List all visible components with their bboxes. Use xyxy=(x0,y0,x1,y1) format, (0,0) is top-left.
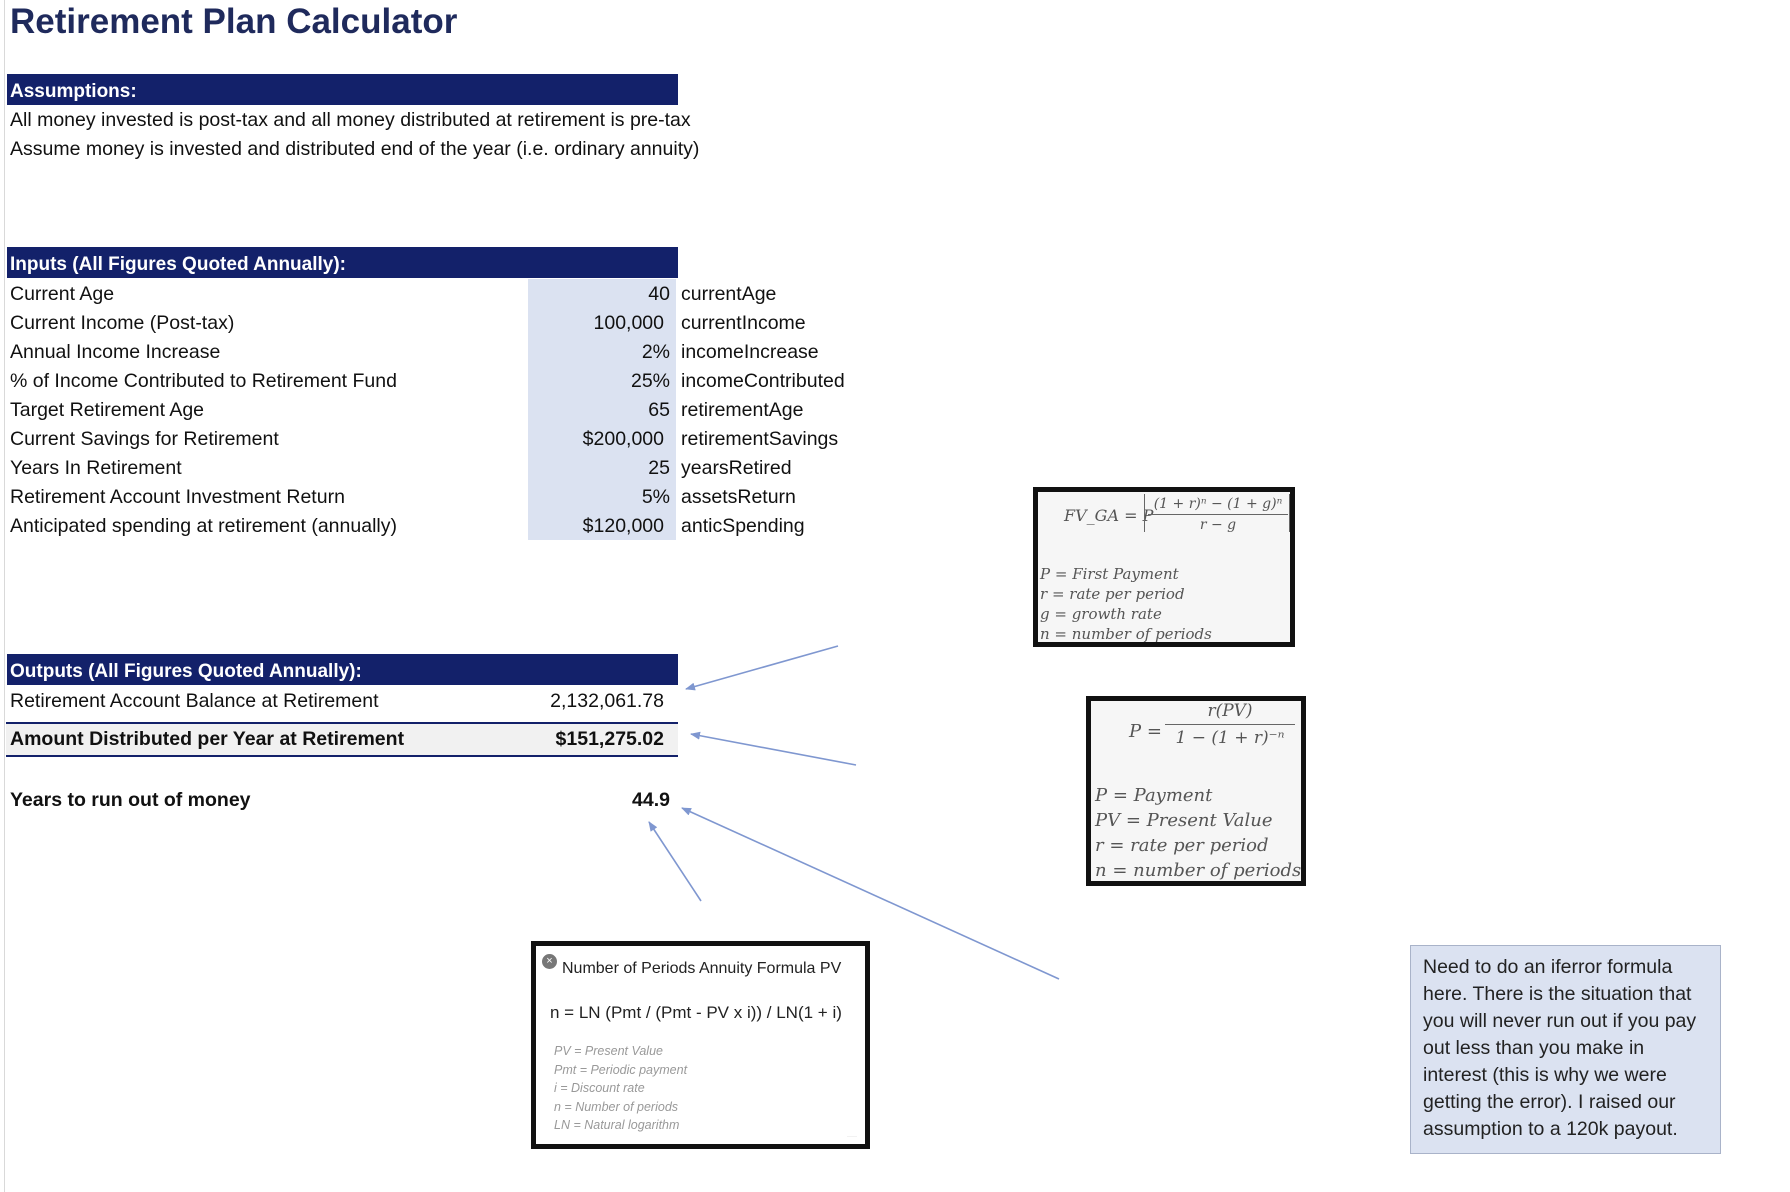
formula-lhs: P = xyxy=(1129,721,1162,742)
output-label: Retirement Account Balance at Retirement xyxy=(10,690,379,712)
definition: r = rate per period xyxy=(1040,585,1185,603)
watermark: ····· xyxy=(847,1134,857,1140)
formula-fraction: r(PV) 1 − (1 + r)⁻ⁿ xyxy=(1165,701,1295,748)
definition: P = Payment xyxy=(1095,785,1213,806)
formula-numerator: r(PV) xyxy=(1207,701,1253,721)
assumption-line-1[interactable]: All money invested is post-tax and all m… xyxy=(10,109,691,131)
formula-definitions: P = First Payment r = rate per period g … xyxy=(1040,564,1212,644)
input-name: assetsReturn xyxy=(681,486,796,508)
input-label: Anticipated spending at retirement (annu… xyxy=(10,515,397,537)
input-value[interactable]: $120,000 xyxy=(582,515,664,537)
formula-denominator: 1 − (1 + r)⁻ⁿ xyxy=(1175,728,1285,748)
outputs-header[interactable]: Outputs (All Figures Quoted Annually): xyxy=(7,654,678,685)
output-label: Amount Distributed per Year at Retiremen… xyxy=(10,728,405,750)
assumption-line-2[interactable]: Assume money is invested and distributed… xyxy=(10,138,700,160)
input-name: retirementSavings xyxy=(681,428,839,450)
definition: n = number of periods xyxy=(1040,625,1212,643)
input-label: Annual Income Increase xyxy=(10,341,221,363)
page-title: Retirement Plan Calculator xyxy=(10,2,458,41)
growing-annuity-formula-image[interactable]: FV_GA = P (1 + r)ⁿ − (1 + g)ⁿ r − g P = … xyxy=(1033,487,1295,647)
close-icon[interactable]: × xyxy=(542,954,557,969)
periods-formula-image[interactable]: × Number of Periods Annuity Formula PV n… xyxy=(531,941,870,1149)
assumptions-header[interactable]: Assumptions: xyxy=(7,74,678,105)
inputs-header[interactable]: Inputs (All Figures Quoted Annually): xyxy=(7,247,678,278)
formula-numerator: (1 + r)ⁿ − (1 + g)ⁿ xyxy=(1153,496,1283,512)
input-name: incomeIncrease xyxy=(681,341,819,363)
formula-title: Number of Periods Annuity Formula PV xyxy=(562,960,842,977)
input-label: Years In Retirement xyxy=(10,457,182,479)
grid-left-border xyxy=(4,0,5,1192)
input-values-shade xyxy=(528,279,676,540)
input-name: currentAge xyxy=(681,283,777,305)
input-label: Target Retirement Age xyxy=(10,399,205,421)
formula-fraction: (1 + r)ⁿ − (1 + g)ⁿ r − g xyxy=(1148,496,1288,533)
input-value[interactable]: 2% xyxy=(641,341,670,363)
input-value[interactable]: 25% xyxy=(630,370,670,392)
arrow-to-years-from-payment[interactable] xyxy=(681,807,1060,980)
definition: P = First Payment xyxy=(1040,565,1179,583)
definition: n = Number of periods xyxy=(554,1099,679,1114)
input-name: yearsRetired xyxy=(681,457,792,479)
definition: n = number of periods xyxy=(1095,860,1302,881)
input-value[interactable]: 100,000 xyxy=(593,312,665,334)
output-value[interactable]: $151,275.02 xyxy=(555,728,664,750)
input-value[interactable]: 5% xyxy=(641,486,670,508)
input-name: retirementAge xyxy=(681,399,804,421)
definition: PV = Present Value xyxy=(1095,810,1273,831)
arrow-to-distributed[interactable] xyxy=(690,731,857,766)
payment-formula-image[interactable]: P = r(PV) 1 − (1 + r)⁻ⁿ P = Payment PV =… xyxy=(1086,696,1306,886)
formula-brackets xyxy=(1144,494,1290,532)
input-label: Retirement Account Investment Return xyxy=(10,486,345,508)
definition: Pmt = Periodic payment xyxy=(554,1062,688,1077)
arrow-to-years-from-periods[interactable] xyxy=(648,821,702,902)
input-name: incomeContributed xyxy=(681,370,845,392)
input-value[interactable]: 25 xyxy=(648,457,670,479)
definition: i = Discount rate xyxy=(554,1081,645,1095)
definition: r = rate per period xyxy=(1095,835,1269,856)
definition: LN = Natural logarithm xyxy=(554,1118,680,1132)
formula-definitions: PV = Present Value Pmt = Periodic paymen… xyxy=(554,1042,687,1135)
input-name: currentIncome xyxy=(681,312,806,334)
output-value[interactable]: 2,132,061.78 xyxy=(550,690,664,712)
comment-note[interactable]: Need to do an iferror formula here. Ther… xyxy=(1410,945,1721,1154)
formula-definitions: P = Payment PV = Present Value r = rate … xyxy=(1095,783,1301,883)
definition: PV = Present Value xyxy=(554,1044,663,1058)
output-row-distributed[interactable]: Amount Distributed per Year at Retiremen… xyxy=(6,722,678,757)
arrow-to-balance[interactable] xyxy=(685,645,839,691)
input-value[interactable]: 40 xyxy=(648,283,670,305)
output-label: Years to run out of money xyxy=(10,789,251,811)
input-label: % of Income Contributed to Retirement Fu… xyxy=(10,370,397,392)
input-label: Current Income (Post-tax) xyxy=(10,312,235,334)
definition: g = growth rate xyxy=(1040,605,1162,623)
output-value[interactable]: 44.9 xyxy=(632,789,670,811)
formula-denominator: r − g xyxy=(1199,517,1237,533)
input-value[interactable]: $200,000 xyxy=(582,428,664,450)
input-label: Current Age xyxy=(10,283,115,305)
formula-lhs: FV_GA = P xyxy=(1064,506,1154,525)
formula-expression: n = LN (Pmt / (Pmt - PV x i)) / LN(1 + i… xyxy=(550,1003,842,1022)
input-name: anticSpending xyxy=(681,515,805,537)
output-row-balance[interactable]: Retirement Account Balance at Retirement… xyxy=(0,686,678,717)
input-value[interactable]: 65 xyxy=(648,399,670,421)
output-row-years[interactable]: Years to run out of money 44.9 xyxy=(0,785,678,816)
input-label: Current Savings for Retirement xyxy=(10,428,279,450)
